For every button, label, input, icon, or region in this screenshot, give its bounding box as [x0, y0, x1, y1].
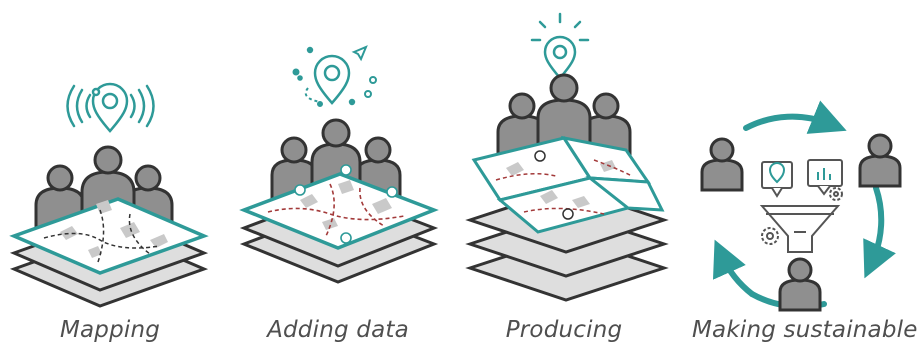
location-pin-icon [91, 82, 129, 133]
paper-plane-icon [292, 45, 377, 107]
layered-map-icon [239, 164, 439, 284]
funnel-icon [759, 205, 841, 253]
caption-mapping: Mapping [59, 317, 161, 343]
location-pin-icon [313, 54, 351, 105]
lightbulb-pin-icon [530, 12, 590, 80]
stage-making-sustainable-illustration [700, 100, 902, 312]
people-icon [700, 133, 902, 312]
caption-producing: Producing [505, 317, 623, 343]
stage-mapping-illustration [9, 82, 209, 308]
stage-adding-data-illustration [239, 45, 439, 284]
caption-adding-data: Adding data [267, 317, 409, 343]
chart-icon [761, 159, 843, 198]
signal-waves-icon [66, 84, 155, 128]
stage-producing-illustration [465, 12, 669, 302]
gear-icon [761, 187, 843, 245]
folded-map-icon [471, 135, 665, 234]
caption-making-sustainable: Making sustainable [692, 317, 918, 343]
layered-map-icon [9, 197, 209, 308]
